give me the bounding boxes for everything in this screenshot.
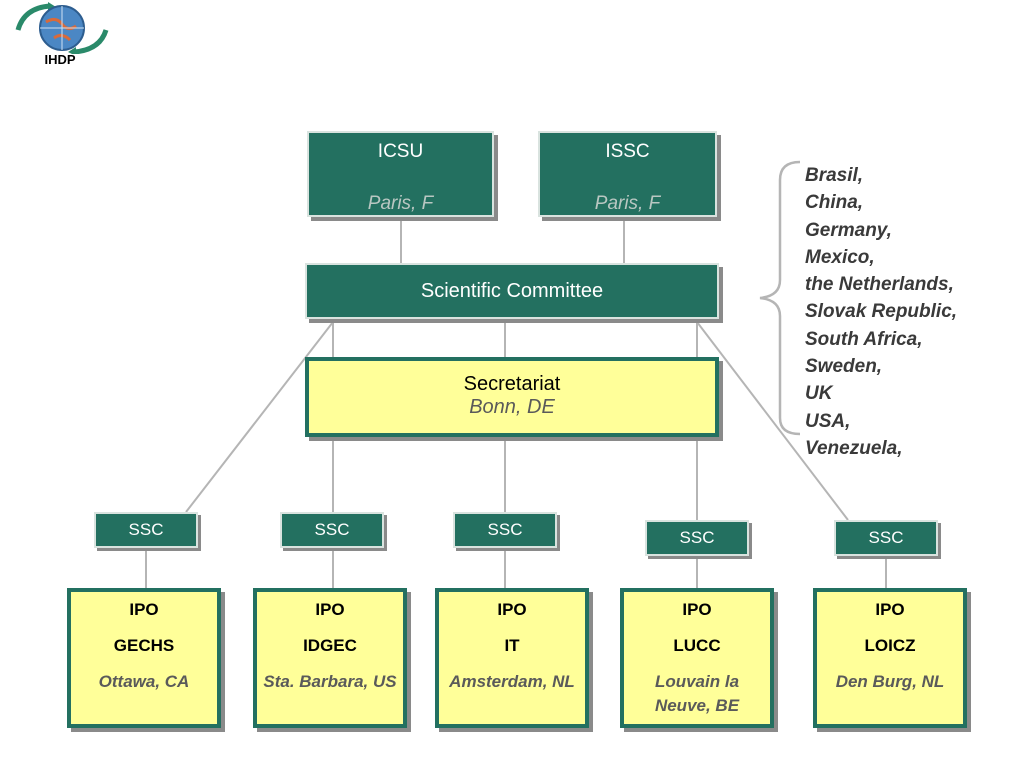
ipo-loicz-box: IPO LOICZ Den Burg, NL	[813, 588, 967, 728]
ipo-city: Louvain la Neuve, BE	[654, 672, 740, 715]
ipo-type: IPO	[129, 600, 159, 619]
ipo-city: Ottawa, CA	[98, 672, 190, 691]
org-name: ICSU	[377, 141, 424, 162]
secretariat-city: Bonn, DE	[469, 396, 555, 418]
ipo-it-box: IPO IT Amsterdam, NL	[435, 588, 589, 728]
ipo-type: IPO	[315, 600, 345, 619]
ipo-type: IPO	[497, 600, 527, 619]
org-city: Paris, F	[594, 193, 661, 214]
country-item: South Africa,	[805, 328, 923, 350]
secretariat-box: Secretariat Bonn, DE	[305, 357, 719, 437]
country-item: USA,	[805, 410, 851, 432]
country-item: Germany,	[805, 219, 892, 241]
org-city: Paris, F	[367, 193, 434, 214]
ipo-type: IPO	[682, 600, 712, 619]
country-item: UK	[805, 383, 833, 405]
ipo-name: LUCC	[673, 636, 721, 655]
ipo-lucc-box: IPO LUCC Louvain la Neuve, BE	[620, 588, 774, 728]
ssc-lucc: SSC	[645, 520, 749, 556]
ipo-name: IT	[504, 636, 520, 655]
ssc-it: SSC	[453, 512, 557, 548]
country-item: Mexico,	[805, 246, 875, 268]
scientific-committee-box: Scientific Committee	[305, 263, 719, 319]
country-item: Sweden,	[805, 356, 883, 378]
countries-bracket	[759, 160, 801, 436]
ipo-city: Den Burg, NL	[835, 672, 945, 691]
ipo-gechs-box: IPO GECHS Ottawa, CA	[67, 588, 221, 728]
country-item: Venezuela,	[805, 437, 903, 459]
icsu-box: ICSU Paris, F	[307, 131, 494, 217]
ihdp-globe-logo-icon	[15, 2, 109, 54]
ipo-name: IDGEC	[303, 636, 357, 655]
ipo-name: LOICZ	[864, 636, 916, 655]
secretariat-name: Secretariat	[463, 373, 561, 395]
ipo-city: Sta. Barbara, US	[263, 672, 397, 691]
issc-box: ISSC Paris, F	[538, 131, 717, 217]
country-item: Slovak Republic,	[805, 301, 958, 323]
ipo-type: IPO	[875, 600, 905, 619]
country-item: the Netherlands,	[805, 274, 954, 296]
member-countries-list: Brasil, China, Germany, Mexico, the Neth…	[805, 162, 957, 462]
org-name: ISSC	[605, 141, 650, 162]
country-item: China,	[805, 192, 864, 214]
ssc-gechs: SSC	[94, 512, 198, 548]
committee-name: Scientific Committee	[420, 280, 604, 302]
ssc-idgec: SSC	[280, 512, 384, 548]
ipo-city: Amsterdam, NL	[449, 672, 575, 691]
ipo-name: GECHS	[113, 636, 175, 655]
country-item: Brasil,	[805, 165, 864, 186]
ssc-loicz: SSC	[834, 520, 938, 556]
ipo-idgec-box: IPO IDGEC Sta. Barbara, US	[253, 588, 407, 728]
logo-label: IHDP	[44, 52, 76, 67]
